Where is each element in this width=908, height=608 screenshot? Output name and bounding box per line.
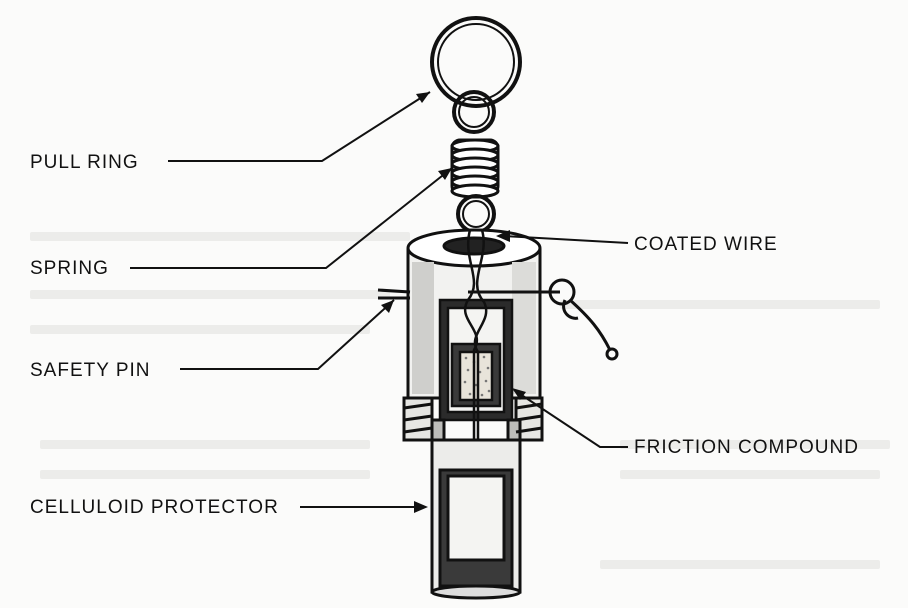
leader-safety-pin <box>180 299 395 370</box>
background-ghost-line <box>30 325 370 334</box>
background-ghost-line <box>40 440 370 449</box>
leader-coated-wire <box>503 235 629 244</box>
leader-lines <box>130 91 629 508</box>
background-ghost-line <box>620 470 880 479</box>
leader-arrowheads <box>381 92 526 513</box>
label-safety-pin: SAFETY PIN <box>30 360 151 381</box>
label-spring: SPRING <box>30 258 109 279</box>
background-ghost-line <box>30 290 390 299</box>
label-pull-ring: PULL RING <box>30 152 139 173</box>
label-friction-compound: FRICTION COMPOUND <box>634 437 859 458</box>
spring <box>450 138 500 199</box>
arrowhead-celluloid-protector <box>414 501 428 513</box>
arrowhead-friction-compound <box>512 388 526 400</box>
arrowhead-coated-wire <box>496 230 510 242</box>
arrowhead-safety-pin <box>381 300 394 313</box>
connector-ring <box>452 90 496 134</box>
background-ghost-line <box>40 470 370 479</box>
friction-compound <box>450 342 502 408</box>
celluloid-protector <box>430 438 522 600</box>
background-ghost-line <box>620 440 890 449</box>
label-coated-wire: COATED WIRE <box>634 234 778 255</box>
background-ghost-line <box>600 560 880 569</box>
label-celluloid-protector: CELLULOID PROTECTOR <box>30 497 279 518</box>
leader-spring <box>130 167 453 269</box>
background-ghost-line <box>560 300 880 309</box>
coated-wire <box>464 229 488 470</box>
arrowhead-spring <box>438 168 452 180</box>
leader-friction-compound <box>513 389 628 448</box>
wire-ring <box>456 194 496 234</box>
arrowhead-pull-ring <box>416 92 430 103</box>
safety-pin <box>377 278 619 361</box>
leader-pull-ring <box>168 91 431 162</box>
background-ghost-line <box>30 232 410 241</box>
pull-ring <box>430 16 522 108</box>
